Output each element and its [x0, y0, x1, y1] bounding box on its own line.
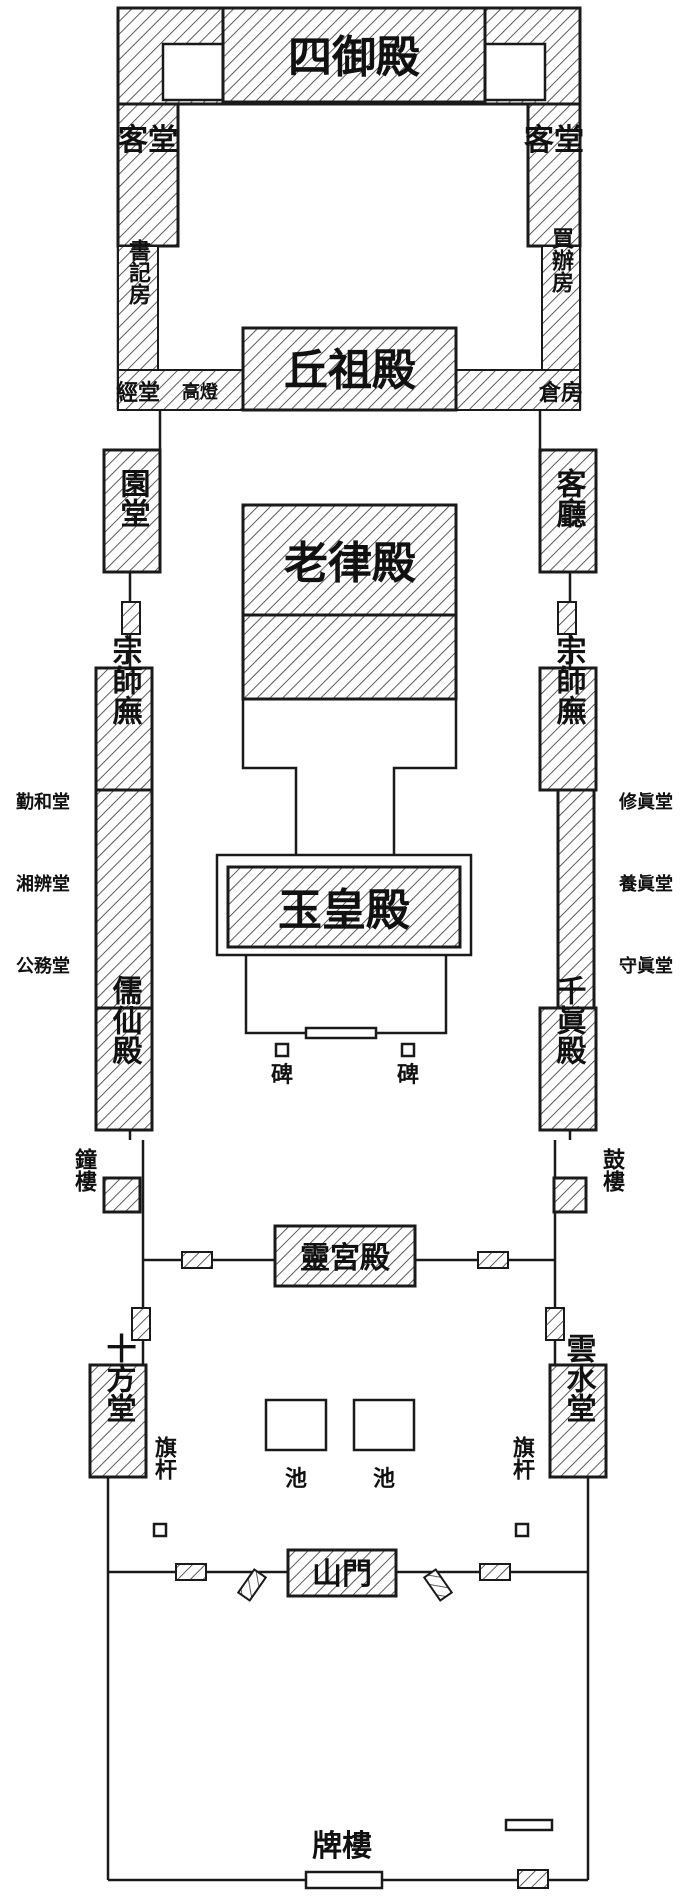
left-secretary-room-label: 書記房	[125, 238, 151, 306]
left-patriarch-corridor-label: 宗師廡	[107, 634, 143, 726]
left-stele-label: 碑	[271, 1062, 293, 1088]
left-secretary-room	[117, 245, 159, 371]
qiuzu-hall-label: 丘祖殿	[284, 345, 416, 396]
drum-tower	[552, 1176, 588, 1214]
shanmen-gate	[286, 1548, 398, 1598]
right-wing: 客廳 宗師廡 修眞堂 養眞堂 守眞堂 千眞殿 鼓樓 雲水堂 旗杆	[509, 448, 673, 1538]
left-stele-marker	[274, 1042, 290, 1058]
left-small-post-1	[121, 601, 141, 635]
yunshui-hall-label: 雲水堂	[561, 1333, 597, 1423]
yuhuang-steps	[304, 1026, 378, 1040]
xiuzhen-hall-label: 修眞堂	[618, 791, 673, 813]
public-affairs-hall-label: 公務堂	[16, 955, 70, 977]
reception-room-label: 客廳	[551, 467, 587, 529]
right-small-post-2	[545, 1307, 565, 1341]
garden-hall	[102, 448, 162, 574]
linggong-left-gate	[181, 1251, 213, 1269]
pailou-side-marker	[504, 1818, 554, 1832]
laolu-hall	[241, 503, 458, 617]
left-guest-hall	[116, 102, 180, 248]
yuhuang-hall-label: 玉皇殿	[278, 885, 410, 936]
high-lamp-label: 高燈	[182, 381, 219, 403]
left-long-corridor	[94, 788, 154, 1010]
laolu-connecting-walls	[241, 699, 458, 855]
qinhe-hall-label: 勤和堂	[16, 791, 70, 813]
pailou-label: 牌樓	[312, 1829, 372, 1864]
right-patriarch-corridor	[538, 666, 598, 792]
pailou-arch	[304, 1870, 384, 1890]
right-stele-marker	[400, 1042, 416, 1058]
bell-tower-label: 鐘樓	[71, 1147, 97, 1193]
yuhuang-base	[244, 955, 448, 1035]
yangzhen-hall-label: 養眞堂	[618, 873, 673, 895]
left-wing: 園堂 宗師廡 勤和堂 湘辨堂 公務堂 儒仙殿 鐘樓 十方堂 旗杆	[16, 448, 177, 1538]
sihou-hall	[221, 6, 487, 104]
qiuzu-hall	[241, 326, 458, 412]
right-guest-hall	[526, 102, 582, 248]
shanmen-left-lion	[236, 1568, 268, 1602]
xiangbian-hall-label: 湘辨堂	[16, 873, 70, 895]
central-axis: 老律殿 玉皇殿 碑 碑 靈宮殿 池 池 山門 牌樓	[108, 503, 588, 1890]
scripture-hall-label: 經堂	[116, 380, 160, 406]
linggong-hall	[273, 1224, 417, 1288]
laolu-hall-rear	[241, 613, 458, 701]
rear-court-left-gap	[161, 42, 225, 102]
qianzhen-hall	[538, 1006, 598, 1132]
yunshui-hall	[548, 1363, 608, 1479]
right-patriarch-corridor-label: 宗師廡	[551, 634, 587, 726]
ruxian-hall	[94, 1006, 154, 1132]
left-small-post-2	[131, 1307, 151, 1341]
sihou-hall-label: 四御殿	[288, 32, 420, 83]
shifang-hall-label: 十方堂	[101, 1333, 137, 1423]
left-pond-label: 池	[285, 1466, 307, 1492]
rear-courtyard: 四御殿 客堂 客堂 書記房 買辦房 經堂 高燈 倉房 丘祖殿	[116, 6, 584, 412]
left-flagpole-label: 旗杆	[151, 1435, 177, 1480]
right-flagpole-marker	[514, 1522, 530, 1538]
right-flagpole-label: 旗杆	[509, 1435, 535, 1480]
qianzhen-hall-label: 千眞殿	[551, 975, 587, 1065]
shanmen-right-lion	[422, 1568, 454, 1602]
right-pond	[352, 1398, 416, 1452]
linggong-hall-label: 靈宮殿	[300, 1241, 390, 1276]
shouzhen-hall-label: 守眞堂	[619, 955, 673, 977]
rear-court-right-gap	[483, 42, 547, 102]
ruxian-hall-label: 儒仙殿	[107, 975, 143, 1065]
garden-hall-label: 園堂	[115, 468, 150, 528]
left-pond	[264, 1398, 328, 1452]
left-flagpole-marker	[152, 1522, 168, 1538]
storeroom-label: 倉房	[538, 380, 583, 406]
yuhuang-hall	[226, 865, 462, 949]
shanmen-left-gate	[175, 1563, 207, 1581]
laolu-hall-label: 老律殿	[284, 538, 416, 589]
right-stele-label: 碑	[397, 1062, 419, 1088]
shifang-hall	[88, 1363, 148, 1479]
right-pond-label: 池	[373, 1466, 395, 1492]
shanmen-right-gate	[479, 1563, 511, 1581]
reception-room	[538, 448, 598, 574]
left-guest-hall-label: 客堂	[118, 123, 178, 158]
drum-tower-label: 鼓樓	[599, 1148, 625, 1193]
right-purchasing-room-label: 買辦房	[548, 227, 574, 294]
right-small-post-1	[557, 601, 577, 635]
linggong-right-gate	[477, 1251, 509, 1269]
shanmen-gate-label: 山門	[312, 1557, 372, 1592]
bell-tower	[102, 1176, 142, 1214]
right-guest-hall-label: 客堂	[524, 123, 584, 158]
left-patriarch-corridor	[94, 666, 154, 792]
pailou-corner-block	[517, 1869, 549, 1889]
